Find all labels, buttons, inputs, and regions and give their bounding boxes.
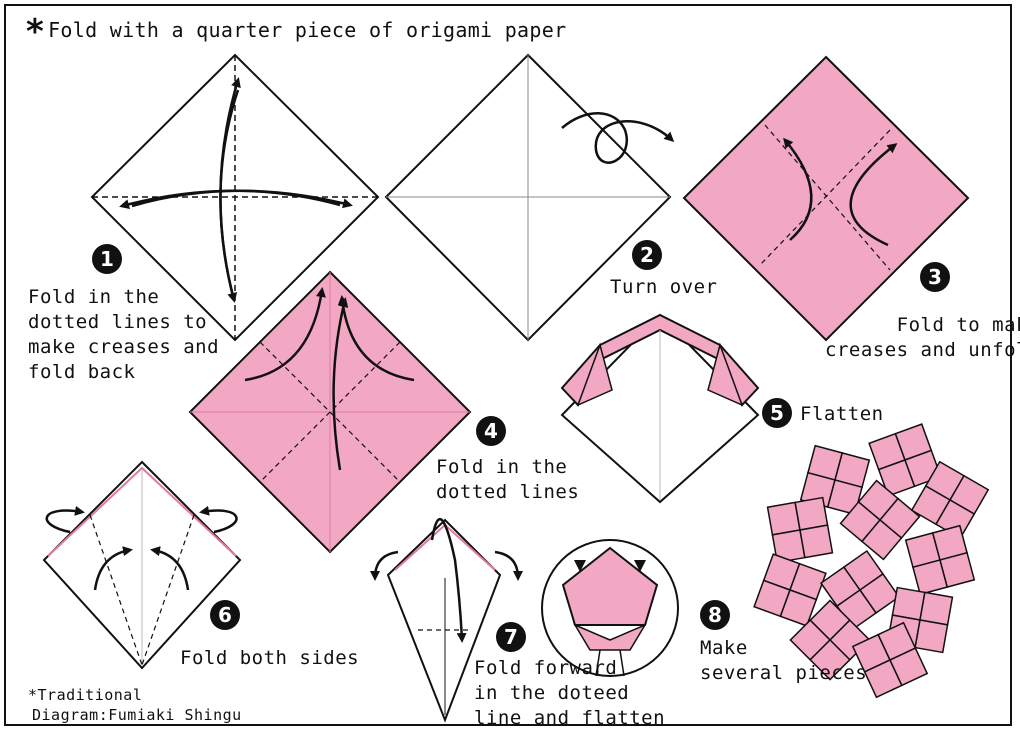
- step7-text: Fold forward in the doteed line and flat…: [474, 657, 666, 729]
- tile-cell: [799, 524, 834, 559]
- tile-square: [868, 423, 942, 497]
- tile-square: [766, 496, 834, 564]
- tile-cell: [809, 638, 851, 681]
- step7-figure: [370, 517, 523, 723]
- step3-text: Fold to make creases and unfold: [825, 314, 1020, 361]
- step7-detail-figure: [541, 539, 679, 677]
- step8-text: Make several pieces: [700, 637, 868, 684]
- step2-number: 2: [632, 240, 662, 270]
- step7-number: 7: [496, 622, 526, 652]
- turn-over-icon: [561, 112, 675, 164]
- tile-cell: [858, 572, 901, 614]
- tile-square: [753, 553, 827, 627]
- credit-line-1: *Traditional: [28, 686, 143, 704]
- step5-figure: [560, 313, 760, 504]
- step1-text: Fold in the dotted lines to make creases…: [28, 286, 220, 383]
- tile-cell: [826, 479, 863, 516]
- tiled-squares-icon: [753, 423, 990, 699]
- arrow-icon: [219, 89, 240, 303]
- tile-cell: [766, 501, 801, 536]
- step8-number: 8: [700, 600, 730, 630]
- diagram-border: [4, 4, 1012, 726]
- tile-square: [839, 479, 921, 561]
- credit-line-2: Diagram:Fumiaki Shingu: [32, 706, 242, 724]
- tile-cell: [794, 496, 829, 531]
- step3-figure: [682, 55, 970, 342]
- step2-text: Turn over: [610, 276, 718, 298]
- tile-cell: [779, 589, 818, 627]
- tile-square: [851, 621, 929, 699]
- step1-figure: [90, 53, 380, 342]
- step6-text: Fold both sides: [180, 647, 360, 669]
- step5-number: 5: [762, 398, 792, 428]
- step2-figure: [384, 53, 675, 342]
- step6-figure: [42, 460, 242, 670]
- tile-cell: [939, 551, 976, 588]
- step3-number: 3: [920, 262, 950, 292]
- tile-square: [904, 524, 976, 596]
- tile-square: [910, 460, 990, 540]
- arrow-icon: [119, 189, 341, 210]
- tile-square: [799, 444, 871, 516]
- step4-text: Fold in the dotted lines: [436, 456, 580, 503]
- page-title: *Fold with a quarter piece of origami pa…: [26, 12, 567, 52]
- step5-text: Flatten: [800, 403, 884, 425]
- tile-cell: [914, 619, 949, 654]
- step4-figure: [188, 270, 472, 554]
- step1-number: 1: [92, 244, 122, 274]
- tile-cell: [919, 591, 954, 626]
- step6-number: 6: [210, 600, 240, 630]
- tile-cell: [889, 647, 929, 687]
- tile-cell: [891, 586, 926, 621]
- step4-number: 4: [476, 416, 506, 446]
- tile-cell: [860, 518, 903, 561]
